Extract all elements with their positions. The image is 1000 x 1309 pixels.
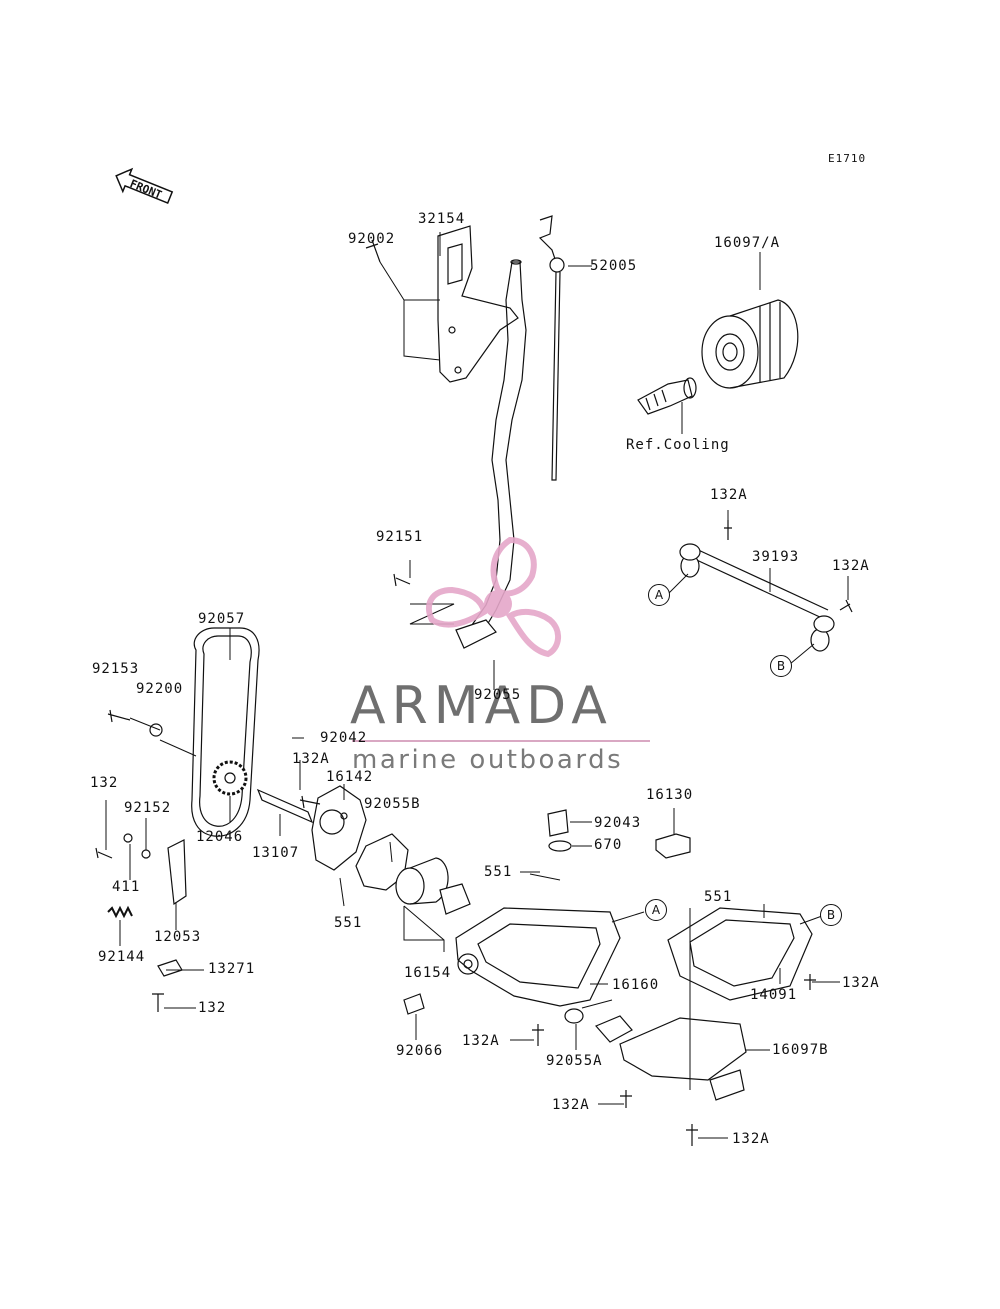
part-label: 551	[334, 915, 363, 931]
part-label: 16097/A	[714, 235, 781, 251]
part-label: 132A	[462, 1033, 500, 1049]
brand-tagline: marine outboards	[352, 745, 624, 775]
oil-pipe-39193	[679, 520, 853, 652]
part-label: 16142	[326, 769, 374, 785]
cover-16097b	[594, 1015, 747, 1101]
part-label: 92055A	[546, 1053, 603, 1069]
part-label: 13271	[208, 961, 256, 977]
chain-92057	[191, 627, 260, 837]
bolts	[95, 239, 816, 1146]
part-label: 32154	[418, 211, 466, 227]
rotors-16154	[395, 857, 471, 915]
bracket-32154	[437, 225, 519, 383]
part-label: 16160	[612, 977, 660, 993]
part-label: Ref.Cooling	[626, 437, 730, 453]
oil-pan-16160	[455, 907, 621, 1007]
part-label: 132	[198, 1000, 227, 1016]
callout-b-cover: B	[820, 904, 842, 926]
part-label: 39193	[752, 549, 800, 565]
logo-propeller	[425, 536, 561, 658]
part-label: 12053	[154, 929, 202, 945]
part-label: 92042	[320, 730, 368, 746]
part-label: 92057	[198, 611, 246, 627]
callout-a-pan: A	[645, 899, 667, 921]
plug-92066	[403, 993, 425, 1015]
oil-pump-16142	[311, 785, 367, 871]
plate-13271	[157, 959, 183, 977]
part-label: 92066	[396, 1043, 444, 1059]
part-label: 16130	[646, 787, 694, 803]
front-arrow: FRONT	[109, 161, 180, 213]
part-label: 92153	[92, 661, 140, 677]
part-label: 92055	[474, 687, 522, 703]
part-label: 92200	[136, 681, 184, 697]
part-label: 92002	[348, 231, 396, 247]
part-label: 12046	[196, 829, 244, 845]
oring-670	[548, 840, 572, 852]
part-label: 132A	[292, 751, 330, 767]
part-label: 92043	[594, 815, 642, 831]
part-label: 132	[90, 775, 119, 791]
part-label: 13107	[252, 845, 300, 861]
guide-12053	[167, 839, 187, 906]
diagram-code: E1710	[828, 152, 867, 165]
cooling-fitting	[637, 377, 697, 415]
callout-b: B	[770, 655, 792, 677]
part-label: 132A	[710, 487, 748, 503]
shaft-13107	[256, 788, 314, 824]
part-label: 16097B	[772, 1042, 829, 1058]
part-label: 551	[704, 889, 733, 905]
part-label: 92055B	[364, 796, 421, 812]
part-label: 132A	[732, 1131, 770, 1147]
cover-14091	[667, 907, 813, 1001]
part-label: 132A	[842, 975, 880, 991]
sensor-16130	[655, 833, 691, 859]
part-label: 92151	[376, 529, 424, 545]
brand-name: ARMADA	[350, 676, 613, 736]
part-label: 14091	[750, 987, 798, 1003]
callout-a: A	[648, 584, 670, 606]
leader-lines	[105, 232, 849, 1139]
arrow-icon: FRONT	[115, 167, 174, 205]
oring-92055a	[564, 1008, 584, 1024]
part-label: 92144	[98, 949, 146, 965]
part-label: 132A	[832, 558, 870, 574]
oil-filter-16097a	[701, 299, 799, 389]
spring-92144	[107, 905, 133, 919]
part-label: 551	[484, 864, 513, 880]
part-label: 132A	[552, 1097, 590, 1113]
part-label: 52005	[590, 258, 638, 274]
sprocket-12046	[212, 760, 248, 796]
part-label: 16154	[404, 965, 452, 981]
part-label: 411	[112, 879, 141, 895]
part-label: 92152	[124, 800, 172, 816]
part-label: 670	[594, 837, 623, 853]
dipstick-52005	[538, 215, 565, 481]
collar-92043	[547, 809, 569, 837]
dipstick-tube	[455, 259, 527, 649]
brand-divider	[352, 740, 650, 742]
gasket-92055b	[355, 833, 409, 891]
